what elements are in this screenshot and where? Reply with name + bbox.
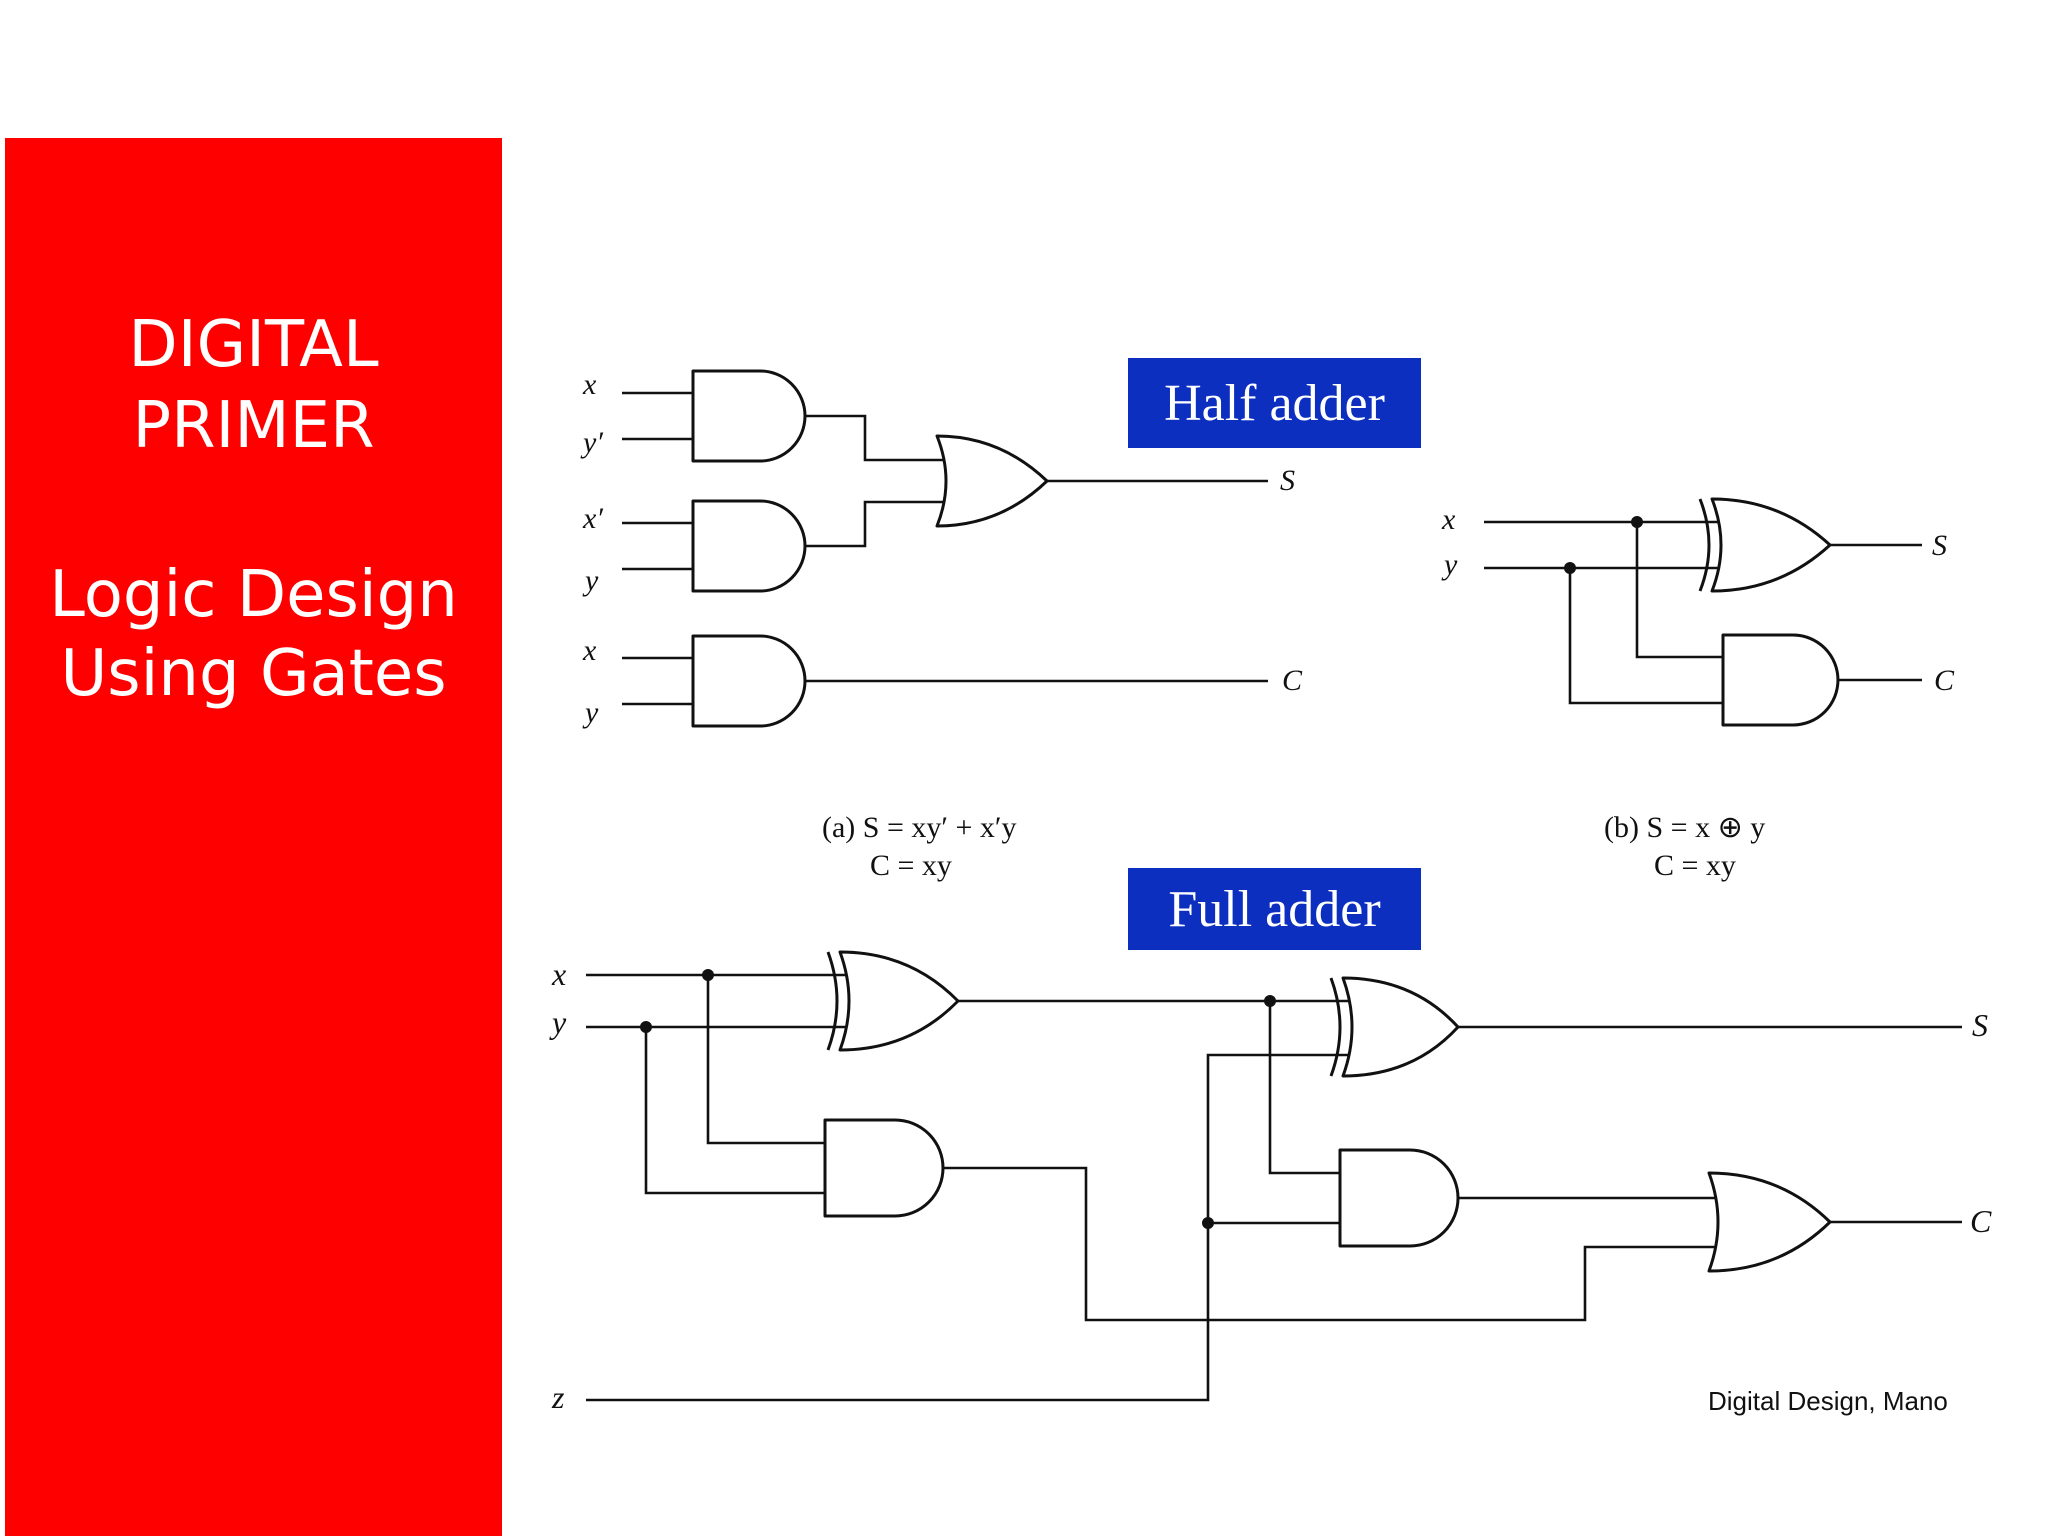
input-label-x: x [582,368,597,401]
output-label-c: C [1970,1203,1992,1239]
caption-b-line-1: (b) S = x ⊕ y [1604,811,1765,844]
junction-dot [702,969,714,981]
and-gate [691,634,807,728]
junction-dot [640,1021,652,1033]
junction-dot [1202,1217,1214,1229]
input-label-y: y [549,1004,567,1040]
input-label-y-prime: y′ [580,426,603,459]
junction-dot [1564,562,1576,574]
xor-gate [1710,497,1832,593]
wire [706,975,825,1145]
output-label-s: S [1932,529,1947,562]
and-gate [1721,633,1840,727]
xor-gate-back-curve [826,951,839,1051]
input-label-x: x [551,956,566,992]
and-gate [691,369,807,463]
wire [805,500,944,548]
title-line-1: DIGITAL [128,308,379,382]
half-adder-banner: Half adder [1128,358,1421,448]
or-gate [935,434,1049,528]
subtitle-line-2: Using Gates [60,637,447,711]
caption-a-line-1: (a) S = xy′ + x′y [822,811,1016,844]
wire [644,1027,825,1195]
or-gate [1707,1171,1832,1273]
source-credit: Digital Design, Mano [1708,1386,1948,1416]
xor-gate-back-curve [1329,977,1342,1077]
caption-a-line-2: C = xy [870,849,952,882]
half-adder-xor-circuit: x y S C (b) S = x ⊕ y C = xy [1441,497,1955,882]
wire [1268,1001,1340,1175]
junction-dot [1631,516,1643,528]
xor-gate [838,950,960,1052]
output-label-s: S [1280,464,1295,497]
wire [1568,568,1723,705]
xor-gate [1341,976,1460,1078]
and-gate [691,499,807,593]
half-adder-sop-circuit: x y′ x′ y x y S C (a) S = xy′ + x′y C = … [580,368,1303,882]
input-label-x-prime: x′ [582,502,603,535]
full-adder-banner: Full adder [1128,868,1421,950]
title-line-2: PRIMER [132,389,375,463]
output-label-c: C [1282,664,1303,697]
caption-b-line-2: C = xy [1654,849,1736,882]
input-label-x: x [582,634,597,667]
wire [1635,522,1723,659]
input-label-y: y [582,564,599,597]
and-gate [823,1118,945,1218]
wire [586,1053,1349,1402]
input-label-x: x [1441,503,1456,536]
wire [805,414,944,462]
subtitle-line-1: Logic Design [49,558,458,632]
full-adder-circuit: x y z S C [549,950,1992,1415]
junction-dot [1264,995,1276,1007]
and-gate [1338,1148,1460,1248]
input-label-y: y [1441,548,1458,581]
input-label-z: z [551,1379,565,1415]
xor-gate-back-curve [1698,498,1711,592]
input-label-y: y [582,696,599,729]
wire [943,1166,1717,1322]
output-label-s: S [1972,1007,1988,1043]
output-label-c: C [1934,664,1955,697]
sidebar: DIGITAL PRIMER Logic Design Using Gates [5,138,502,1536]
